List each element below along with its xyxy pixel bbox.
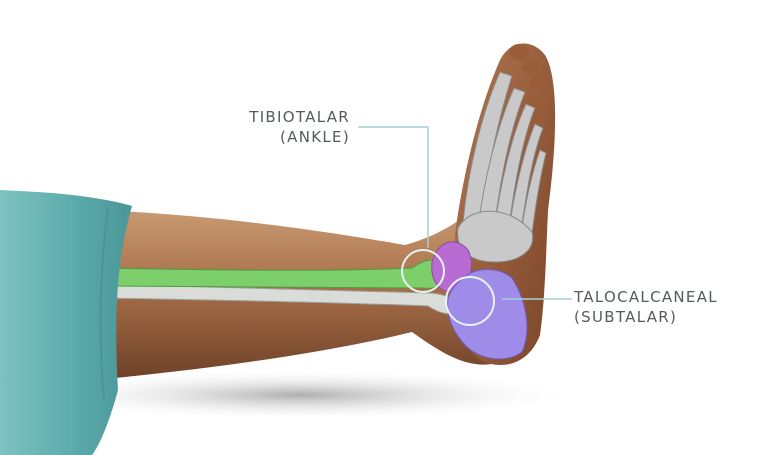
tibiotalar-leader-line bbox=[358, 127, 428, 248]
tibiotalar-label-line2: (ANKLE) bbox=[238, 127, 350, 147]
talocalcaneal-label: TALOCALCANEAL (SUBTALAR) bbox=[574, 287, 718, 327]
tibiotalar-label-line1: TIBIOTALAR bbox=[238, 107, 350, 127]
talocalcaneal-label-line1: TALOCALCANEAL bbox=[574, 287, 718, 307]
blanket bbox=[0, 190, 132, 455]
talocalcaneal-label-line2: (SUBTALAR) bbox=[574, 307, 718, 327]
tibiotalar-label: TIBIOTALAR (ANKLE) bbox=[238, 107, 350, 147]
